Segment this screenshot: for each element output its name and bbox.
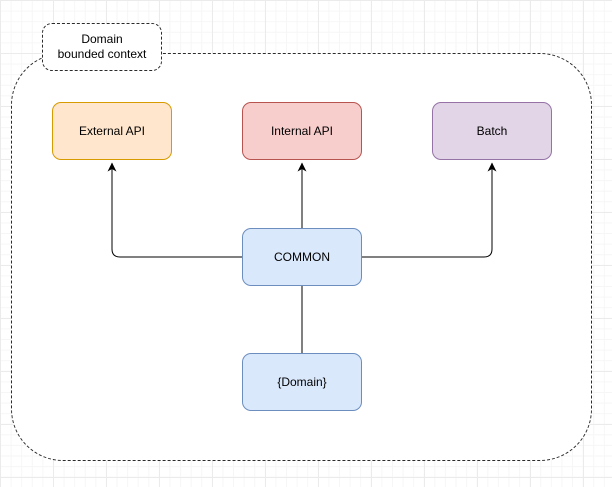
edge-common-to-batch[interactable] <box>362 162 497 258</box>
node-external-api[interactable]: External API <box>52 102 172 160</box>
node-external-api-label: External API <box>78 124 146 138</box>
edge-common-to-external-api[interactable] <box>107 162 242 258</box>
node-batch[interactable]: Batch <box>432 102 552 160</box>
node-domain-label: {Domain} <box>277 375 327 389</box>
bounded-context-label-line1: Domain <box>81 32 123 46</box>
node-internal-api[interactable]: Internal API <box>242 102 362 160</box>
node-domain[interactable]: {Domain} <box>242 353 362 411</box>
node-common-label: COMMON <box>274 250 330 264</box>
node-batch-label: Batch <box>476 124 508 138</box>
node-internal-api-label: Internal API <box>270 124 334 138</box>
bounded-context-label-line2: bounded context <box>57 47 147 61</box>
node-common[interactable]: COMMON <box>242 228 362 286</box>
bounded-context-label-box[interactable]: Domain bounded context <box>42 23 162 71</box>
